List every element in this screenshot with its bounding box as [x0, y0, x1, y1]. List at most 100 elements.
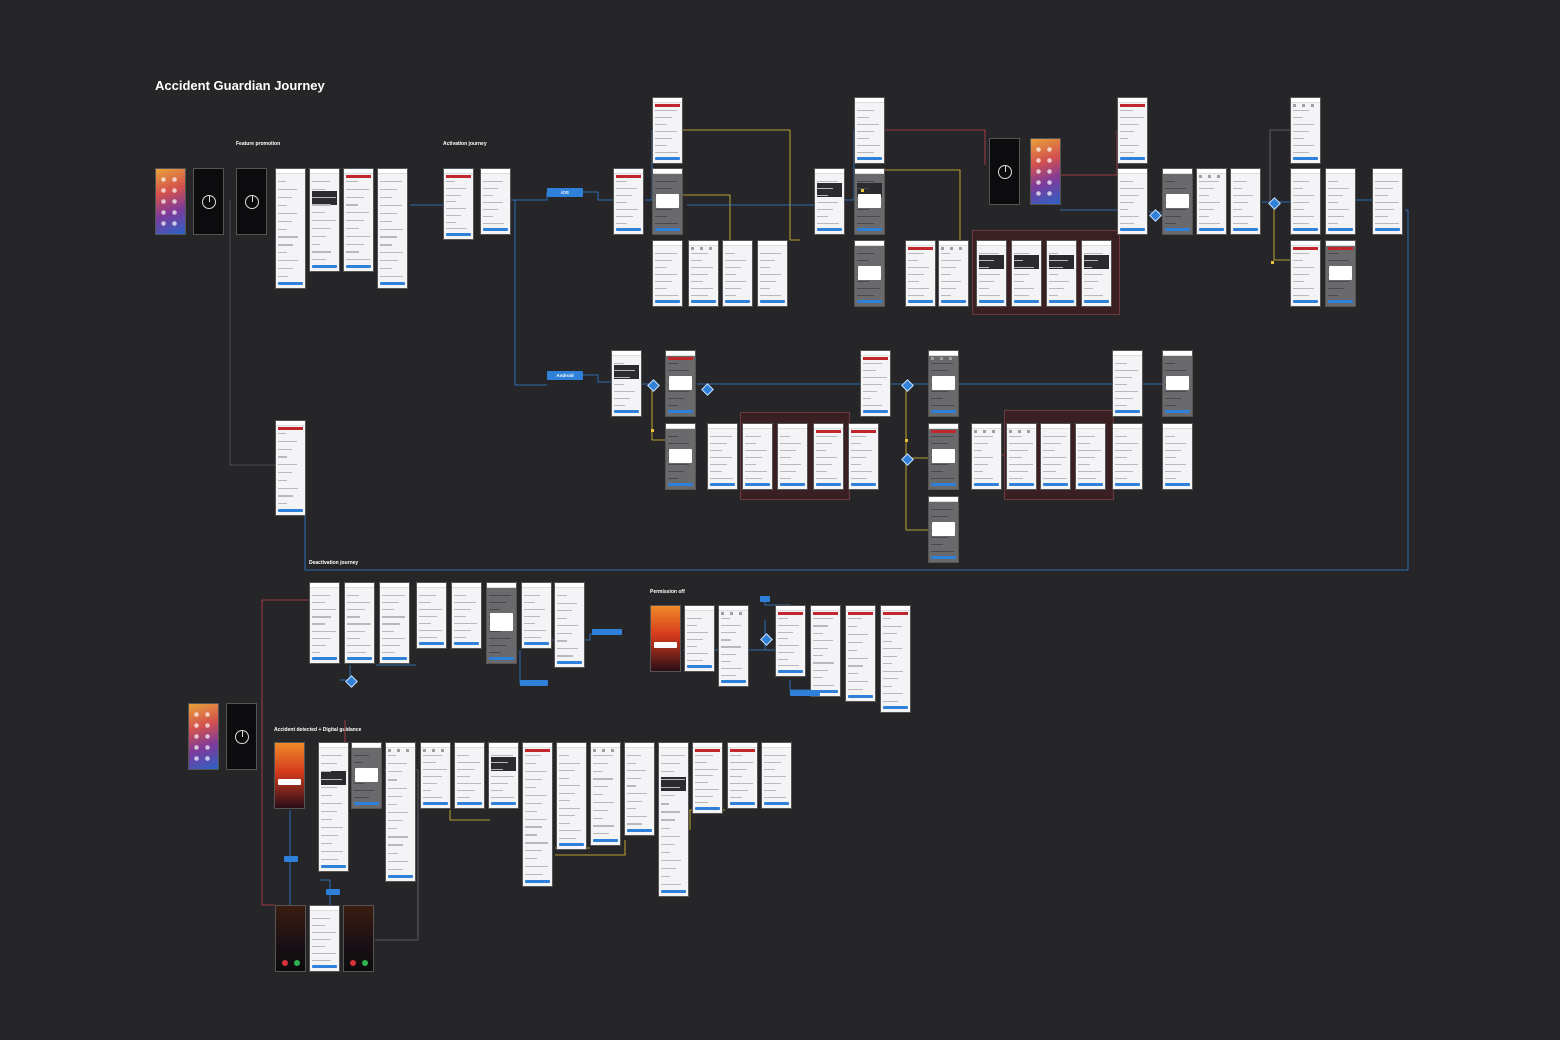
deactivation-screen-6	[521, 582, 552, 649]
permission-off-screen-6	[880, 605, 911, 713]
action-pill-2[interactable]	[790, 690, 820, 696]
connector-ios-to-motion	[583, 191, 613, 201]
activation-intro-screen	[443, 168, 474, 240]
accident-lock-screen	[274, 742, 305, 809]
connector-marker-2	[1270, 260, 1274, 264]
android-store-dialog	[1162, 350, 1193, 417]
call-detail-screen	[309, 905, 340, 972]
action-pill-0[interactable]	[592, 629, 622, 635]
permission-off-screen-5	[845, 605, 876, 702]
ios-contact-top	[1290, 97, 1321, 164]
accident-form-3	[488, 742, 519, 809]
android-system-settings-4	[1006, 423, 1037, 490]
ios-store-number	[1117, 168, 1148, 235]
accident-damage-report	[522, 742, 553, 887]
android-motion-permission	[611, 350, 642, 417]
accident-form-2	[454, 742, 485, 809]
android-store-number	[1112, 350, 1143, 417]
action-pill-1[interactable]	[520, 680, 548, 686]
ios-location-after-2	[938, 240, 969, 307]
deactivation-screen-5	[451, 582, 482, 649]
connector-loc-red	[884, 129, 986, 165]
android-system-settings-1	[742, 423, 773, 490]
promo-screen-2	[309, 168, 340, 272]
promo-screen-1	[275, 168, 306, 289]
android-location-dialog	[928, 350, 959, 417]
ios-settings-2	[722, 240, 753, 307]
ios-contact-2	[1325, 168, 1356, 235]
promo-screen-3	[343, 168, 374, 272]
ios-location-dialog-2	[854, 240, 885, 307]
home-screen-start	[155, 168, 186, 235]
android-motion-done	[848, 423, 879, 490]
action-pill-5[interactable]	[760, 596, 770, 602]
section-label-permission-off: Permission off	[650, 589, 685, 595]
accident-summary	[658, 742, 689, 897]
accident-photos	[556, 742, 587, 850]
ios-system-settings-1	[976, 240, 1007, 307]
ios-motion-dialog	[652, 168, 683, 235]
section-label-activation-journey: Activation journey	[443, 141, 487, 147]
deactivation-screen-3	[379, 582, 410, 664]
connector-marker-0	[650, 428, 654, 432]
action-pill-4[interactable]	[326, 889, 340, 895]
connector-android-to-motion	[583, 374, 611, 383]
promo-dark-screen	[236, 168, 267, 235]
accident-end-3	[761, 742, 792, 809]
android-branch-button[interactable]: Android	[547, 371, 583, 380]
ios-keyboard-2	[1230, 168, 1261, 235]
permission-off-screen-2	[718, 605, 749, 687]
permission-off-screen-3	[775, 605, 806, 677]
android-system-settings-5	[1040, 423, 1071, 490]
connector-android-y2	[905, 384, 928, 459]
deactivation-screen-2	[344, 582, 375, 664]
android-location-dialog-2	[928, 423, 959, 490]
connector-digital-y2	[555, 840, 626, 856]
android-system-settings-6	[1075, 423, 1106, 490]
permission-lock-screen	[650, 605, 681, 672]
ios-branch-button[interactable]: iOS	[547, 188, 583, 197]
android-store-done	[1162, 423, 1193, 490]
connector-marker-1	[904, 438, 908, 442]
accident-home-screen	[188, 703, 219, 770]
ios-settings-3	[757, 240, 788, 307]
accident-splash-screen	[226, 703, 257, 770]
ios-store-dialog	[1162, 168, 1193, 235]
android-location-after	[971, 423, 1002, 490]
call-active-screen	[343, 905, 374, 972]
connector-contact-y	[1273, 202, 1290, 261]
action-pill-3[interactable]	[284, 856, 298, 862]
connector-settings-red	[1060, 130, 1118, 176]
permission-off-screen-4	[810, 605, 841, 697]
ios-done-screen	[1372, 168, 1403, 235]
connector-promo-to-settings	[229, 200, 275, 466]
ios-keyboard-1	[1196, 168, 1227, 235]
connector-ios-y1	[682, 129, 800, 241]
connector-return-loop	[304, 209, 1409, 571]
connector-ios-motion	[645, 130, 653, 201]
connector-activation-to-ios	[515, 192, 548, 201]
android-system-settings-2	[777, 423, 808, 490]
ios-location-dialog	[854, 168, 885, 235]
android-location-dialog-3	[928, 496, 959, 563]
ios-motion-permission	[613, 168, 644, 235]
accident-guidance-1	[318, 742, 349, 872]
connector-activation-to-android	[511, 199, 547, 386]
section-label-feature-promotion: Feature promotion	[236, 141, 281, 147]
accident-guidance-dialog	[351, 742, 382, 809]
ios-contact-dialog	[1325, 240, 1356, 307]
connector-digital-y1	[449, 810, 490, 821]
permission-off-screen-1	[684, 605, 715, 672]
ios-location-permission	[814, 168, 845, 235]
ios-system-settings-2	[1011, 240, 1042, 307]
deactivation-screen-7	[554, 582, 585, 668]
ios-contact-3	[1290, 240, 1321, 307]
incoming-call-screen	[275, 905, 306, 972]
ios-contact-1	[1290, 168, 1321, 235]
ios-system-settings-3	[1046, 240, 1077, 307]
deactivation-screen-4	[416, 582, 447, 649]
section-label-accident-detected: Accident detected + Digital guidance	[274, 727, 362, 733]
connector-accident-call	[320, 879, 331, 905]
